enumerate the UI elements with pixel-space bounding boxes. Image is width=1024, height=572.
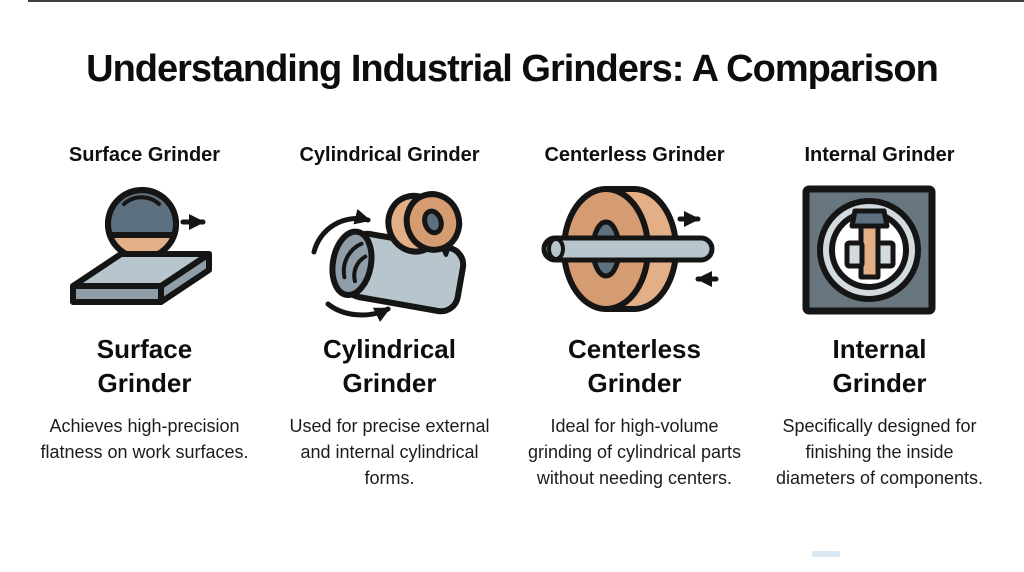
grinding-wheel <box>105 187 179 261</box>
icon-box <box>540 177 730 329</box>
grinder-description: Achieves high-precision flatness on work… <box>40 415 249 462</box>
internal-spindle <box>844 208 896 279</box>
column-surface-grinder: Surface Grinder <box>26 143 263 491</box>
column-cylindrical-grinder: Cylindrical Grinder <box>271 143 508 491</box>
cylindrical-grinder-icon <box>311 191 466 323</box>
bottom-marker <box>812 551 840 557</box>
internal-grinder-icon <box>802 185 936 314</box>
grinding-wheel <box>384 191 462 255</box>
grinder-description: Used for precise external and internal c… <box>289 415 490 488</box>
column-header: Surface Grinder <box>68 144 221 166</box>
workpiece-rod <box>541 235 714 262</box>
column-header: Internal Grinder <box>804 144 955 166</box>
grinder-description: Ideal for high-volume grinding of cylind… <box>527 415 742 488</box>
work-table <box>70 251 212 305</box>
comparison-columns: Surface Grinder <box>26 143 998 491</box>
column-header: Cylindrical Grinder <box>299 144 480 166</box>
grinder-description: Specifically designed for finishing the … <box>775 415 984 488</box>
wheel-shine-line <box>122 195 161 206</box>
rotation-arrow-bottom <box>325 301 391 323</box>
column-header: Centerless Grinder <box>544 144 725 166</box>
grinder-name: Surface Grinder <box>96 334 193 398</box>
icon-box <box>792 177 967 329</box>
column-internal-grinder: Internal Grinder Internal Grinder Specif… <box>761 143 998 491</box>
top-edge-line <box>28 0 1024 2</box>
workpiece-cylinder <box>328 228 466 315</box>
grinder-name: Internal Grinder <box>832 334 927 398</box>
page-title: Understanding Industrial Grinders: A Com… <box>86 48 939 90</box>
centerless-grinder-icon <box>541 185 718 312</box>
grinder-name: Centerless Grinder <box>568 334 701 398</box>
surface-grinder-icon <box>70 187 212 305</box>
icon-box <box>57 177 232 329</box>
column-centerless-grinder: Centerless Grinder <box>516 143 753 491</box>
icon-box <box>300 177 480 329</box>
rotation-arrow-top <box>311 208 371 255</box>
grinder-name: Cylindrical Grinder <box>323 334 456 398</box>
